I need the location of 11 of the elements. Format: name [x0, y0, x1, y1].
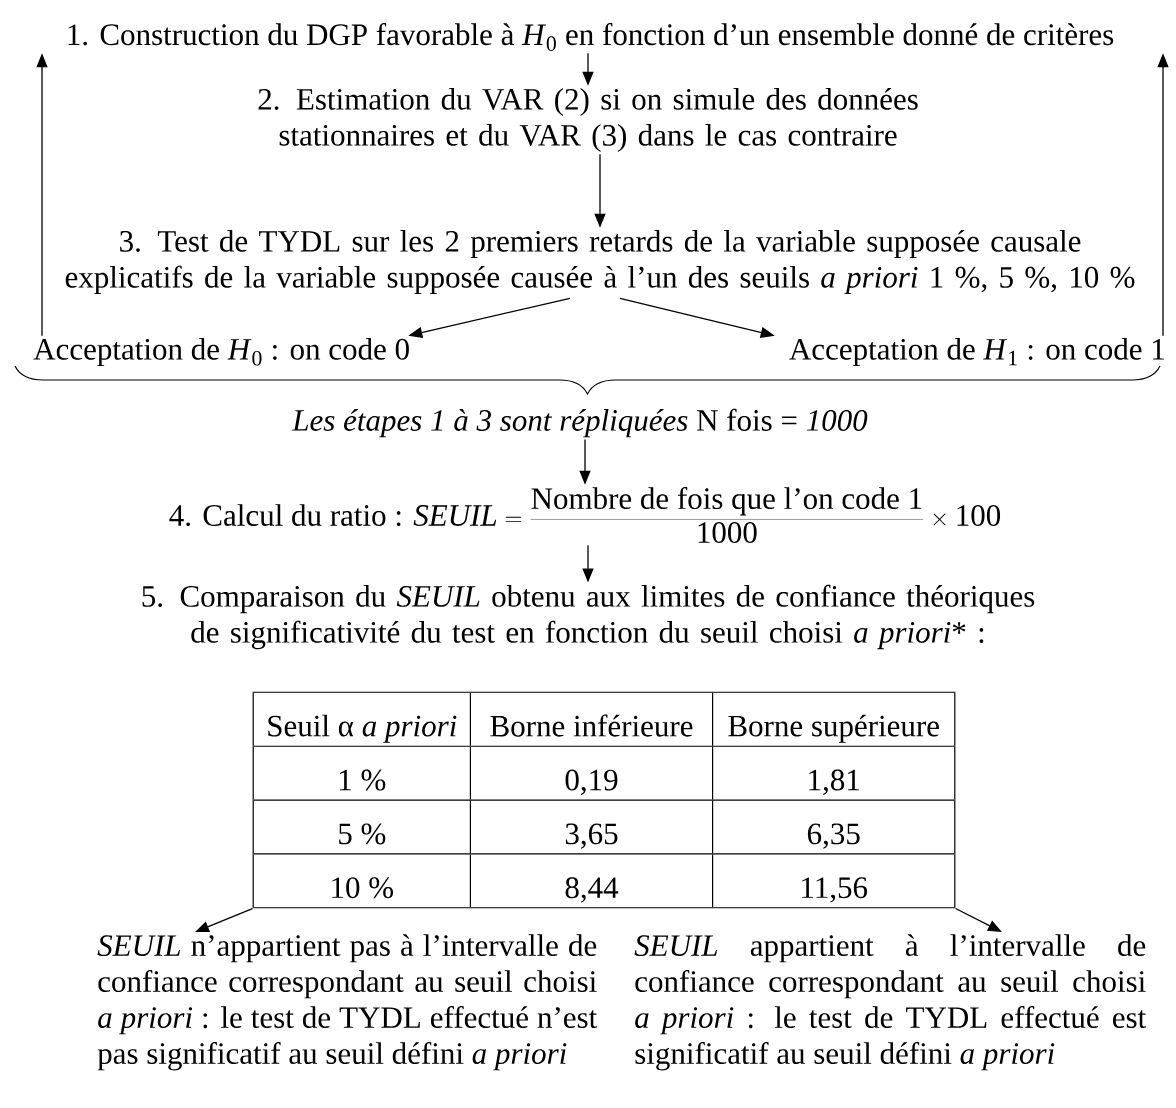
- ratio-formula: 4. Calcul du ratio : $\mathit{SEUIL}=\frac{\mbox{Nombre de fois que l'on code 1}}{\mbox{1000}}\times\mbox{100}$: [169, 487, 1001, 543]
- step-text: 5. Comparaison du SEUIL obtenu aux limites de confiance théoriques de significativité du test en fonction du seuil choisi a priori* :: [142, 584, 1035, 650]
- step-text: 2. Estimation du VAR (2) si on simule des données stationnaires et du VAR (3) dans le cas contraire: [258, 87, 918, 153]
- conclusion-text: SEUIL appartient à l’intervalle de confiance correspondant au seuil choisi a priori : le test de TYDL effectué est significatif au seuil défini a priori: [634, 934, 1147, 1071]
- step-text: 1. Construction du DGP favorable à H$_{0}$ en fonction d’un ensemble donné de critères: [68, 23, 1114, 51]
- outcome-text: Acceptation de H$_{0}$ : on code 0: [33, 337, 409, 367]
- conclusion-text: SEUIL n’appartient pas à l’intervalle de confiance correspondant au seuil choisi a priori : le test de TYDL effectué n’est pas significatif au seuil défini a priori: [97, 934, 598, 1071]
- arrow: [954, 907, 1002, 932]
- step-text: 3. Test de TYDL sur les 2 premiers retards de la variable supposée causale explicatifs de la variable supposée causée à l’un des seuils a priori 1 %, 5 %, 10 %: [65, 229, 1135, 295]
- repeat-text: Les étapes 1 à 3 sont répliquées N fois = 1000: [291, 408, 868, 438]
- outcome-text: Acceptation de H$_{1}$ : on code 1: [789, 337, 1164, 367]
